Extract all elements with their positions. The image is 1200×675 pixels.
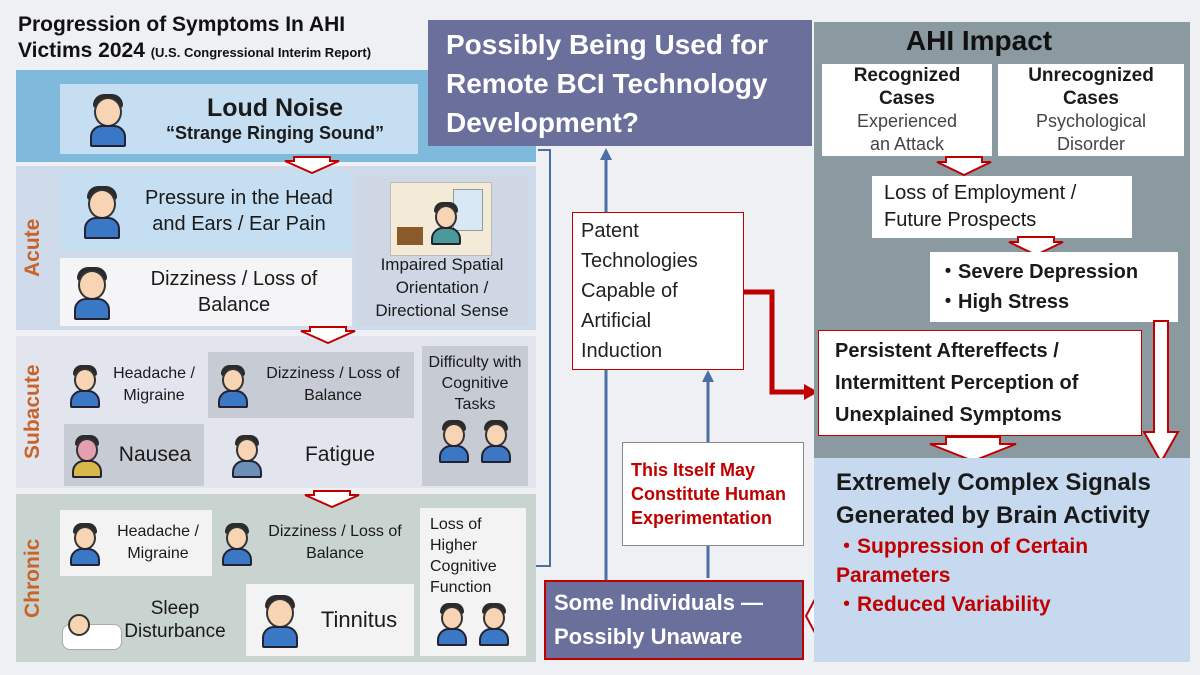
- patent-text: Patent Technologies Capable of Artificia…: [581, 220, 698, 362]
- bci-question-box: Possibly Being Used for Remote BCI Techn…: [428, 20, 812, 146]
- down-arrow-icon: [1142, 320, 1180, 464]
- experiment-text: This Itself May Constitute Human Experim…: [631, 460, 786, 528]
- unrecognized-title: Unrecognized Cases: [1028, 65, 1154, 109]
- page-title: Progression of Symptoms In AHI Victims 2…: [18, 12, 428, 66]
- signals-box: Extremely Complex Signals Generated by B…: [814, 458, 1190, 662]
- person-sleeping-icon: [62, 610, 122, 650]
- title-year: Victims 2024: [18, 39, 145, 62]
- person-nausea-icon: [68, 432, 106, 478]
- title-line-1: Progression of Symptoms In AHI: [18, 13, 346, 36]
- depression-box: ・Severe Depression ・High Stress: [930, 252, 1178, 322]
- chronic-higher-card: Loss of Higher Cognitive Function: [420, 508, 526, 656]
- down-arrow-icon: [936, 156, 992, 176]
- room-orientation-icon: [390, 182, 492, 256]
- subacute-cognitive-card: Difficulty with Cognitive Tasks: [422, 346, 528, 486]
- unaware-text: Some Individuals — Possibly Unaware: [554, 590, 764, 649]
- person-head-pain-icon: [78, 183, 126, 239]
- subacute-fatigue-card: Fatigue: [208, 424, 414, 486]
- person-dizzy-icon: [68, 264, 116, 320]
- loud-noise-card: Loud Noise “Strange Ringing Sound”: [60, 84, 418, 154]
- employment-box: Loss of Employment / Future Prospects: [872, 176, 1132, 238]
- person-dizzy-icon: [218, 520, 256, 566]
- acute-dizziness-card: Dizziness / Loss of Balance: [60, 258, 352, 326]
- person-dizzy-icon: [214, 362, 252, 408]
- subacute-headache-card: Headache / Migraine: [60, 352, 204, 418]
- acute-pressure-card: Pressure in the Head and Ears / Ear Pain: [60, 172, 352, 250]
- chronic-dizziness-card: Dizziness / Loss of Balance: [214, 510, 414, 576]
- chronic-tinnitus-card: Tinnitus: [246, 584, 414, 656]
- person-fatigue-icon: [228, 432, 266, 478]
- loud-noise-text: Loud Noise “Strange Ringing Sound”: [132, 94, 418, 144]
- experiment-box: This Itself May Constitute Human Experim…: [622, 442, 804, 546]
- signals-item-1: ・Suppression of Certain Parameters: [836, 535, 1089, 587]
- down-arrow-icon: [929, 436, 1017, 462]
- stress-text: ・High Stress: [938, 291, 1070, 313]
- bci-question-text: Possibly Being Used for Remote BCI Techn…: [446, 28, 769, 138]
- subacute-nausea-text: Nausea: [118, 443, 192, 466]
- depression-text: ・Severe Depression: [938, 261, 1139, 283]
- chronic-headache-text: Headache / Migraine: [117, 523, 199, 562]
- chronic-sleep-text: Sleep Disturbance: [124, 598, 226, 642]
- unrecognized-subtitle: Psychological Disorder: [1035, 111, 1147, 154]
- down-arrow-icon: [304, 490, 360, 508]
- person-migraine-icon: [66, 520, 104, 566]
- patent-box: Patent Technologies Capable of Artificia…: [572, 212, 744, 370]
- person-covering-ears-icon: [256, 592, 304, 648]
- unrecognized-box: Unrecognized Cases Psychological Disorde…: [998, 64, 1184, 156]
- down-arrow-icon: [1008, 236, 1064, 256]
- chronic-sleep-card: Sleep Disturbance: [60, 584, 236, 656]
- chronic-higher-text: Loss of Higher Cognitive Function: [430, 516, 497, 596]
- aftereffects-box: Persistent Aftereffects / Intermittent P…: [818, 330, 1142, 436]
- recognized-title: Recognized Cases: [853, 65, 961, 109]
- title-source: (U.S. Congressional Interim Report): [150, 45, 372, 60]
- loud-noise-title: Loud Noise: [206, 94, 344, 122]
- impact-title: AHI Impact: [905, 25, 1053, 56]
- employment-text: Loss of Employment / Future Prospects: [884, 182, 1077, 231]
- chronic-headache-card: Headache / Migraine: [60, 510, 212, 576]
- person-migraine-icon: [66, 362, 104, 408]
- down-arrow-icon: [300, 326, 356, 344]
- chronic-dizziness-text: Dizziness / Loss of Balance: [268, 523, 402, 562]
- title-line-2: Victims 2024 (U.S. Congressional Interim…: [18, 38, 428, 66]
- recognized-subtitle: Experienced an Attack: [856, 111, 958, 154]
- subacute-fatigue-text: Fatigue: [304, 443, 376, 466]
- recognized-box: Recognized Cases Experienced an Attack: [822, 64, 992, 156]
- person-covering-ears-icon: [84, 91, 132, 147]
- acute-spatial-text: Impaired Spatial Orientation / Direction…: [375, 255, 509, 320]
- signals-item-2: ・Reduced Variability: [836, 593, 1051, 616]
- loud-noise-subtitle: “Strange Ringing Sound”: [166, 123, 384, 143]
- unaware-box: Some Individuals — Possibly Unaware: [544, 580, 804, 660]
- subacute-dizziness-card: Dizziness / Loss of Balance: [208, 352, 414, 418]
- people-confused-icon: [435, 417, 515, 463]
- subacute-cognitive-text: Difficulty with Cognitive Tasks: [428, 354, 522, 413]
- chronic-tinnitus-text: Tinnitus: [320, 607, 398, 632]
- subacute-dizziness-text: Dizziness / Loss of Balance: [266, 365, 400, 404]
- down-arrow-icon: [284, 156, 340, 174]
- aftereffects-text: Persistent Aftereffects / Intermittent P…: [835, 340, 1079, 426]
- acute-pressure-text: Pressure in the Head and Ears / Ear Pain: [145, 187, 333, 235]
- subacute-nausea-card: Nausea: [64, 424, 204, 486]
- signals-title: Extremely Complex Signals Generated by B…: [836, 469, 1151, 529]
- people-confused-icon: [433, 600, 513, 646]
- acute-spatial-card: Impaired Spatial Orientation / Direction…: [356, 176, 528, 326]
- subacute-headache-text: Headache / Migraine: [113, 365, 195, 404]
- acute-dizziness-text: Dizziness / Loss of Balance: [150, 268, 318, 316]
